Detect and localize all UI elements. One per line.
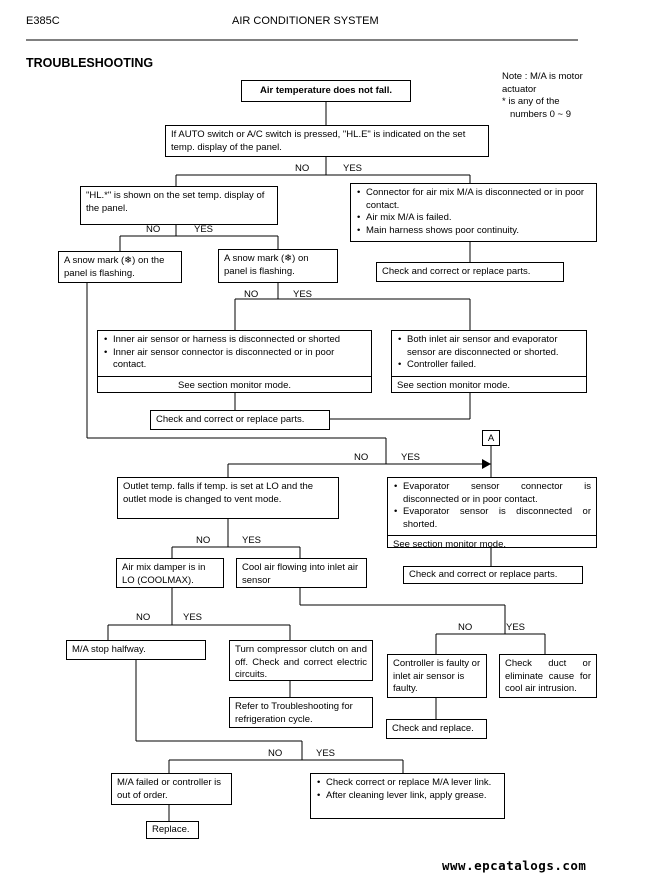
connector-a: A xyxy=(482,430,500,446)
start-box: Air temperature does not fall. xyxy=(241,80,411,102)
evaporator-sensor-box: Evaporator sensor connector is disconnec… xyxy=(387,477,597,550)
check-correct-box: Check and correct or replace parts. xyxy=(403,566,583,584)
no-label: NO xyxy=(354,452,369,463)
connector-fault-box: Connector for air mix M/A is disconnecte… xyxy=(350,183,597,242)
snow-mark-flashing-box: A snow mark (❄) on panel is flashing. xyxy=(218,249,338,283)
see-monitor-mode: See section monitor mode. xyxy=(98,375,371,393)
list-item: Air mix M/A is failed. xyxy=(357,212,591,225)
no-label: NO xyxy=(196,535,211,546)
yes-label: YES xyxy=(242,535,262,546)
turn-compressor-box: Turn compressor clutch on and off. Check… xyxy=(229,640,373,681)
see-monitor-mode: See section monitor mode. xyxy=(388,535,596,552)
yes-label: YES xyxy=(183,612,203,623)
note: Note : M/A is motor actuator * is any of… xyxy=(502,71,583,121)
yes-label: YES xyxy=(343,163,363,174)
list-item: Inner air sensor connector is disconnect… xyxy=(104,347,366,372)
list-item: Connector for air mix M/A is disconnecte… xyxy=(357,187,591,212)
list-item: After cleaning lever link, apply grease. xyxy=(317,790,499,803)
no-label: NO xyxy=(136,612,151,623)
list-item: Both inlet air sensor and evaporator sen… xyxy=(398,334,581,359)
note-line: * is any of the xyxy=(502,96,560,107)
section-title: TROUBLESHOOTING xyxy=(26,56,154,70)
no-label: NO xyxy=(458,622,473,633)
outlet-temp-box: Outlet temp. falls if temp. is set at LO… xyxy=(117,477,339,519)
list-item: Check correct or replace M/A lever link. xyxy=(317,777,499,790)
list-item: Main harness shows poor continuity. xyxy=(357,225,591,238)
yes-label: YES xyxy=(401,452,421,463)
list-item: Controller failed. xyxy=(398,359,581,372)
no-label: NO xyxy=(244,289,259,300)
check-duct-box: Check duct or eliminate cause for cool a… xyxy=(499,654,597,698)
hl-shown-box: "HL.*" is shown on the set temp. display… xyxy=(80,186,278,225)
no-label: NO xyxy=(268,748,283,759)
check-correct-box: Check and correct or replace parts. xyxy=(150,410,330,430)
header-title: AIR CONDITIONER SYSTEM xyxy=(232,15,379,27)
note-line: numbers 0 ~ 9 xyxy=(510,108,571,120)
refer-refrigeration-box: Refer to Troubleshooting for refrigerati… xyxy=(229,697,373,728)
auto-switch-box: If AUTO switch or A/C switch is pressed,… xyxy=(165,125,489,157)
cool-air-box: Cool air flowing into inlet air sensor xyxy=(236,558,367,588)
footer-watermark-url: www.epcatalogs.com xyxy=(442,858,587,873)
inner-sensor-box: Inner air sensor or harness is disconnec… xyxy=(97,330,372,393)
see-monitor-mode: See section monitor mode. xyxy=(392,375,586,393)
yes-label: YES xyxy=(293,289,313,300)
note-line: Note : M/A is motor xyxy=(502,71,583,82)
yes-label: YES xyxy=(316,748,336,759)
list-item: Evaporator sensor connector is disconnec… xyxy=(394,481,591,506)
replace-box: Replace. xyxy=(146,821,199,839)
model-code: E385C xyxy=(26,15,60,27)
inlet-sensor-box: Both inlet air sensor and evaporator sen… xyxy=(391,330,587,393)
snow-mark-flashing-box: A snow mark (❄) on the panel is flashing… xyxy=(58,251,182,283)
air-mix-damper-box: Air mix damper is in LO (COOLMAX). xyxy=(116,558,224,588)
ma-stop-box: M/A stop halfway. xyxy=(66,640,206,660)
list-item: Evaporator sensor is disconnected or sho… xyxy=(394,506,591,531)
no-label: NO xyxy=(295,163,310,174)
note-line: actuator xyxy=(502,83,537,95)
check-correct-box: Check and correct or replace parts. xyxy=(376,262,564,282)
lever-link-box: Check correct or replace M/A lever link.… xyxy=(310,773,505,819)
no-label: NO xyxy=(146,224,161,235)
controller-faulty-box: Controller is faulty or inlet air sensor… xyxy=(387,654,487,698)
check-replace-box: Check and replace. xyxy=(386,719,487,739)
ma-failed-box: M/A failed or controller is out of order… xyxy=(111,773,232,805)
yes-label: YES xyxy=(506,622,526,633)
list-item: Inner air sensor or harness is disconnec… xyxy=(104,334,366,347)
yes-label: YES xyxy=(194,224,214,235)
